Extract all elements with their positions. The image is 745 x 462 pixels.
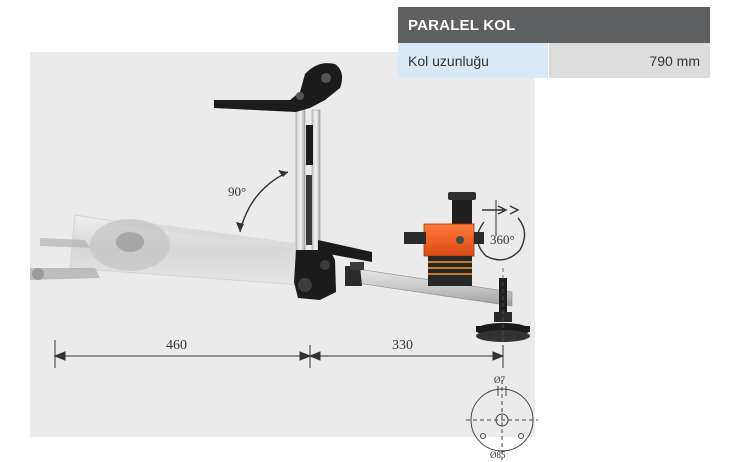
angle-label: 90° xyxy=(228,184,246,199)
spec-label-arm-length: Kol uzunluğu xyxy=(398,43,549,78)
spec-value-arm-length: 790 mm xyxy=(548,43,710,78)
horizontal-arm xyxy=(345,262,513,307)
upright-arm xyxy=(214,63,372,300)
angle-indicator: 90° xyxy=(228,170,289,233)
base-plate-top-view xyxy=(466,380,538,460)
dimension-right-label: 330 xyxy=(392,338,413,353)
rotation-indicator: 360° xyxy=(476,200,526,261)
hole-diameter-label: Ø7 xyxy=(494,375,505,385)
table-row: Kol uzunluğu 790 mm xyxy=(398,43,710,78)
clamp-unit xyxy=(404,192,484,286)
ghost-arm xyxy=(30,214,301,286)
rotation-label: 360° xyxy=(490,232,515,247)
dimension-left-label: 460 xyxy=(166,338,187,353)
base-diameter-label: Ø85 xyxy=(490,450,506,460)
spec-table-header-row: PARALEL KOL xyxy=(398,7,710,43)
spec-table: PARALEL KOL Kol uzunluğu 790 mm xyxy=(398,7,710,78)
dimension-lines xyxy=(53,340,505,368)
spec-table-title: PARALEL KOL xyxy=(398,7,710,43)
base-post xyxy=(476,268,530,360)
